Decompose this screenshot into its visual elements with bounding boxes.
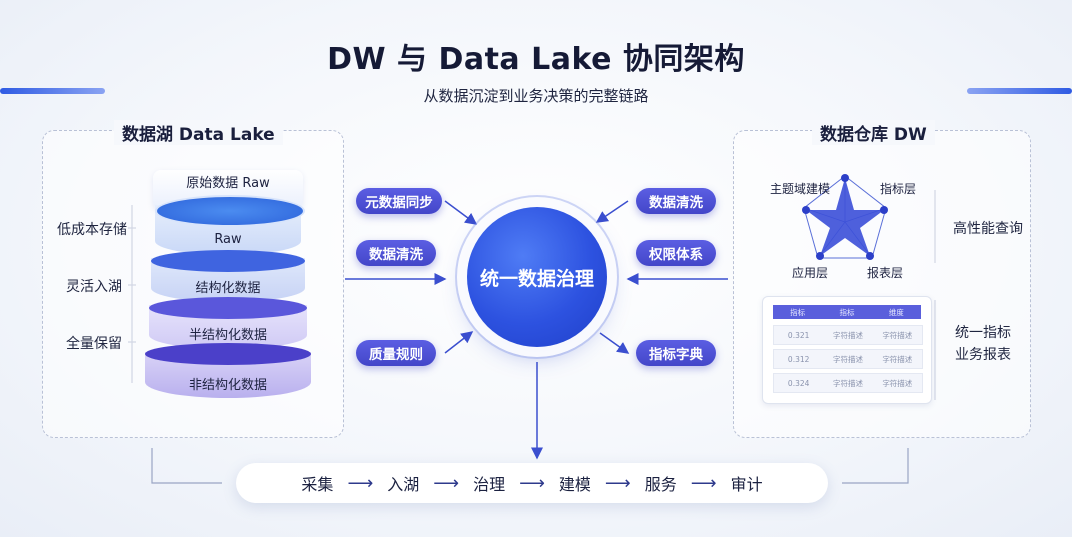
layer-unstructured-top (145, 343, 311, 365)
radar-label-domain-modeling: 主题域建模 (770, 182, 831, 196)
flow-arrow-icon: ⟶ (604, 472, 631, 494)
dw-title: 数据仓库 DW (812, 120, 935, 145)
governance-center: 统一数据治理 (467, 207, 607, 347)
table-cell: 字符描述 (832, 378, 863, 388)
table-header-cell: 指标 (790, 307, 806, 317)
dw-feature-query: 高性能查询 (953, 221, 1023, 237)
flow-step-audit: 审计 (730, 475, 763, 494)
flow-step-collect: 采集 (301, 475, 334, 494)
layer-semistructured-label: 半结构化数据 (188, 328, 267, 343)
flow-step-ingest: 入湖 (387, 475, 420, 494)
layer-unstructured-label: 非结构化数据 (188, 378, 267, 393)
layer-raw-label: Raw (214, 232, 242, 247)
page-title: DW 与 Data Lake 协同架构 (327, 42, 745, 77)
table-cell: 0.324 (787, 378, 810, 388)
dw-radar-star (802, 174, 888, 260)
lake-layer-stack: 原始数据 Raw Raw 结构化数据 半结构化数据 非结构化数据 (145, 160, 315, 400)
table-cell: 0.312 (787, 354, 810, 364)
accent-bar-right (967, 88, 1072, 94)
data-lake-title: 数据湖 Data Lake (114, 120, 283, 145)
pill-data-cleaning-right: 数据清洗 (636, 188, 716, 214)
table-cell: 0.321 (787, 330, 810, 340)
table-header: 指标 指标 维度 (773, 305, 921, 319)
radar-label-report-layer: 报表层 (867, 266, 904, 280)
pill-metric-dictionary: 指标字典 (636, 340, 716, 366)
pill-data-cleaning-left: 数据清洗 (356, 240, 436, 266)
layer-structured-top (151, 250, 305, 272)
layer-semistructured-top (149, 297, 307, 319)
layer-raw-top (155, 195, 305, 227)
table-header-cell: 指标 (839, 307, 855, 317)
accent-bar-left (0, 88, 105, 94)
table-row: 0.321 字符描述 字符描述 (773, 325, 923, 345)
lake-feature-ingest: 灵活入湖 (66, 279, 122, 295)
flow-arrow-icon: ⟶ (519, 472, 545, 494)
layer-raw-header-label: 原始数据 Raw (186, 176, 270, 191)
table-header-cell: 维度 (888, 307, 904, 317)
dw-feature-metrics-reports: 统一指标 业务报表 (955, 325, 1011, 363)
radar-label-app-layer: 应用层 (792, 266, 829, 280)
table-row: 0.312 字符描述 字符描述 (773, 349, 923, 369)
radar-label-metric-layer: 指标层 (880, 182, 917, 196)
table-cell: 字符描述 (832, 330, 863, 340)
table-cell: 字符描述 (832, 354, 863, 364)
table-cell: 字符描述 (882, 354, 913, 364)
lake-feature-storage: 低成本存储 (57, 222, 127, 238)
flow-step-model: 建模 (558, 475, 591, 494)
table-cell: 字符描述 (882, 378, 913, 388)
pill-metadata-sync: 元数据同步 (356, 188, 442, 214)
pill-quality-rules: 质量规则 (356, 340, 436, 366)
flow-arrow-icon: ⟶ (347, 472, 374, 494)
flow-step-serve: 服务 (644, 475, 677, 494)
pipeline-flow-bar: 采集 ⟶ 入湖 ⟶ 治理 ⟶ 建模 ⟶ 服务 ⟶ 审计 (236, 463, 828, 503)
page-subtitle: 从数据沉淀到业务决策的完整链路 (423, 87, 649, 105)
pill-permission-system: 权限体系 (636, 240, 716, 266)
layer-structured-label: 结构化数据 (195, 281, 261, 296)
lake-feature-retain: 全量保留 (66, 336, 122, 352)
flow-step-govern: 治理 (473, 475, 506, 494)
dw-mini-table: 指标 指标 维度 0.321 字符描述 字符描述 0.312 字符描述 字符描述… (762, 296, 932, 404)
flow-arrow-icon: ⟶ (690, 472, 717, 494)
table-row: 0.324 字符描述 字符描述 (773, 373, 923, 393)
table-cell: 字符描述 (882, 330, 913, 340)
flow-arrow-icon: ⟶ (433, 472, 460, 494)
